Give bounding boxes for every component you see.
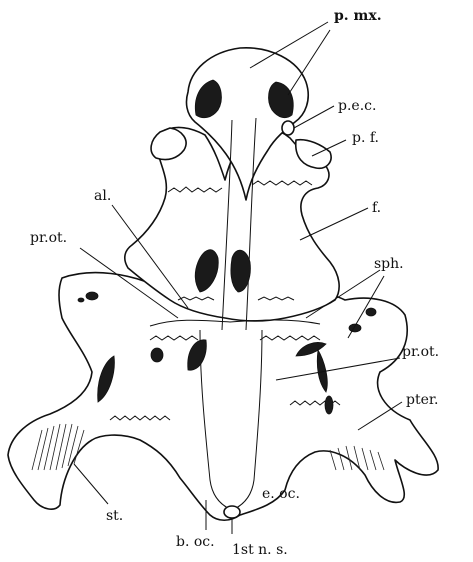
label-st: st. xyxy=(106,508,123,524)
leader-pmx-2 xyxy=(288,30,330,95)
label-sph: sph. xyxy=(374,256,404,272)
label-prot-right: pr.ot. xyxy=(402,344,439,360)
leader-st xyxy=(74,464,108,504)
foramen-small-a xyxy=(86,292,98,300)
label-pter: pter. xyxy=(406,392,438,408)
foramen-small-f xyxy=(325,396,333,414)
label-ns: 1st n. s. xyxy=(232,542,288,558)
label-al: al. xyxy=(94,188,111,204)
label-f: f. xyxy=(372,200,381,216)
label-pf: p. f. xyxy=(352,130,379,146)
label-prot-top: pr.ot. xyxy=(30,230,67,246)
label-boc: b. oc. xyxy=(176,534,215,550)
label-pmx: p. mx. xyxy=(334,8,382,24)
foramen-small-b xyxy=(78,298,84,302)
first-neural-spine xyxy=(224,506,240,518)
foramen-small-d xyxy=(366,308,376,316)
label-eoc: e. oc. xyxy=(262,486,300,502)
pec-nodule xyxy=(282,121,294,135)
label-pec: p.e.c. xyxy=(338,98,376,114)
foramen-small-c xyxy=(151,348,163,362)
leader-f xyxy=(300,208,368,240)
